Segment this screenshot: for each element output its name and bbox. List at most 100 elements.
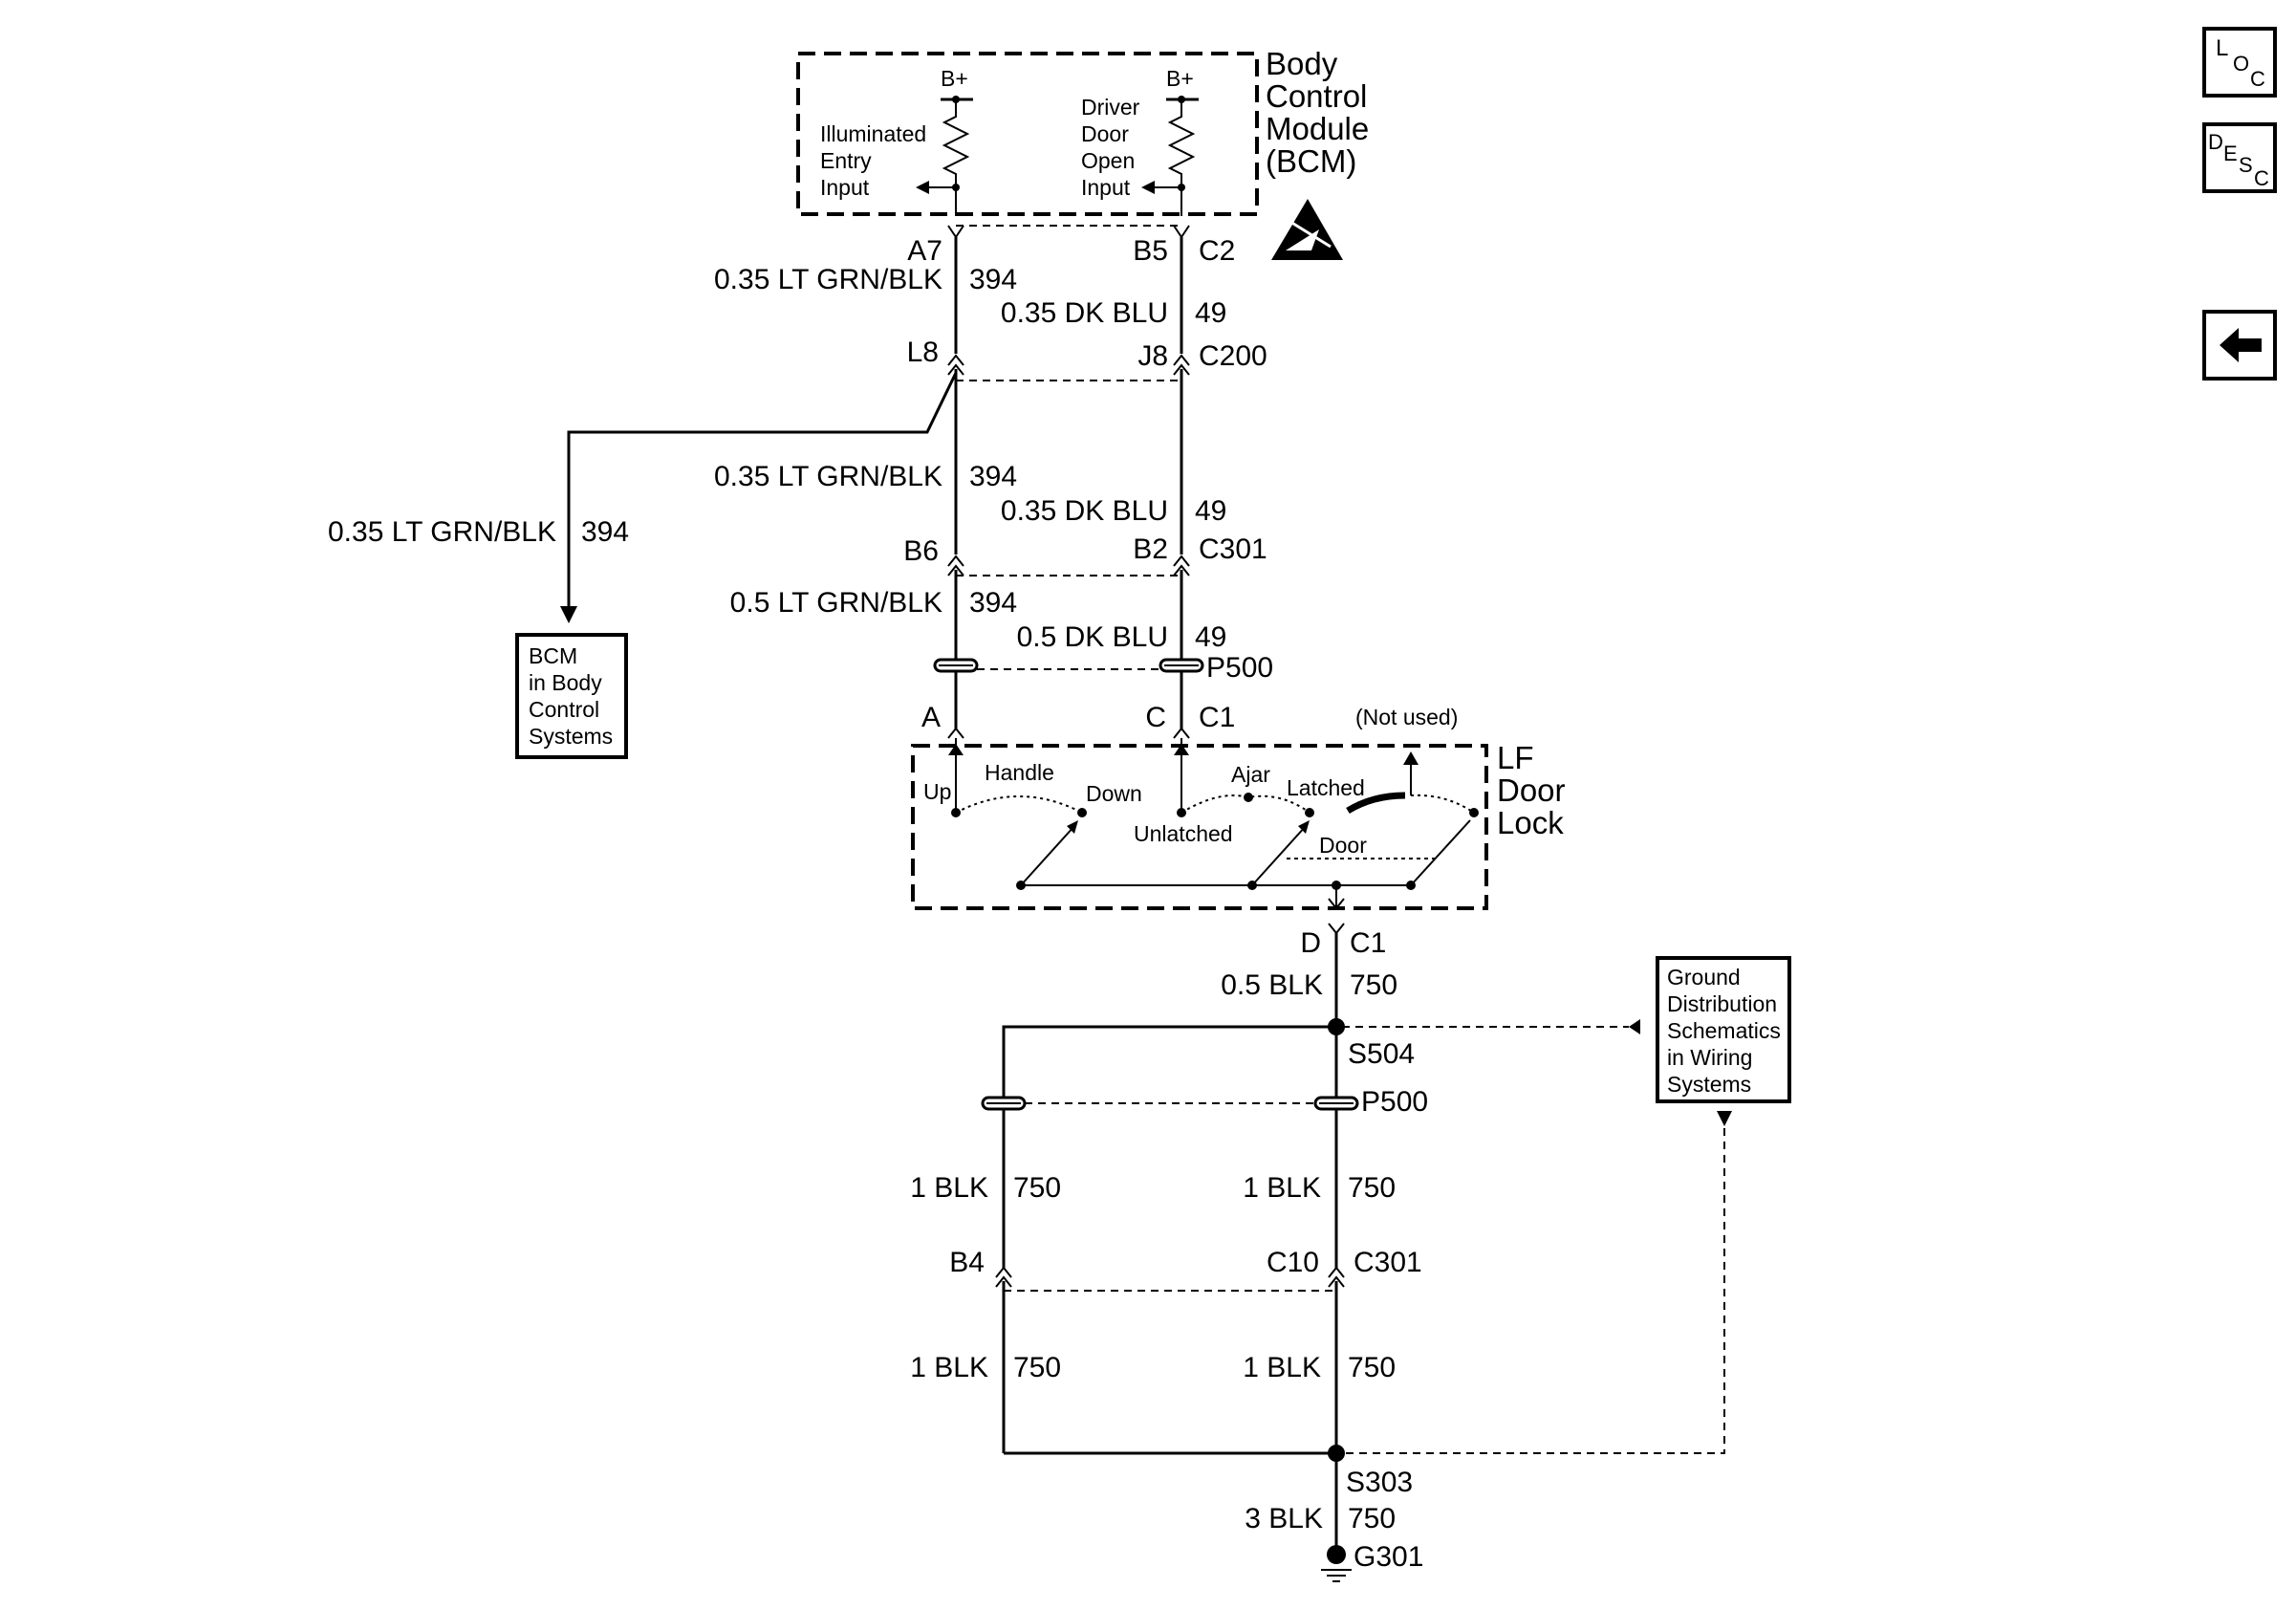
circuit-number: 750	[1348, 1172, 1396, 1204]
circuit-number: 49	[1195, 621, 1226, 653]
ground-g301-label: G301	[1354, 1541, 1423, 1573]
ref-line: Systems	[1667, 1072, 1751, 1097]
circuit-number: 394	[969, 264, 1017, 295]
splice-s303-label: S303	[1346, 1467, 1413, 1498]
connector-c200: L8 J8 C200	[907, 337, 1267, 381]
lf-door-lock: LF Door Lock (Not used) Up Handle Down U…	[911, 705, 1566, 910]
illuminated-input-line-2: Entry	[820, 148, 872, 173]
circuit-number: 750	[1350, 969, 1397, 1001]
wire-label: 0.35 LT GRN/BLK	[714, 461, 942, 492]
p500-bottom-label: P500	[1361, 1086, 1428, 1118]
pin-b4: B4	[949, 1247, 985, 1278]
wire-label: 0.35 DK BLU	[1001, 495, 1168, 527]
bcm-reference[interactable]: BCM in Body Control Systems	[515, 633, 628, 759]
splice-s504-label: S504	[1348, 1038, 1415, 1070]
wire-label: 0.35 LT GRN/BLK	[714, 264, 942, 295]
illuminated-input-line-3: Input	[820, 175, 870, 200]
pin-c: C	[1145, 702, 1166, 733]
desc-button[interactable]: D E S C	[2202, 122, 2277, 193]
connector-c1-top: A C C1	[921, 702, 1235, 739]
loc-button[interactable]: L O C	[2202, 27, 2277, 98]
circuit-number: 49	[1195, 297, 1226, 329]
up-label: Up	[923, 779, 951, 804]
ground-symbol-icon	[1321, 1511, 1352, 1582]
desc-main: D	[2208, 130, 2223, 154]
pass-through-p500-top: P500	[933, 652, 1273, 684]
ref-line: in Wiring	[1667, 1045, 1752, 1070]
connector-c1-bottom: D C1	[1300, 923, 1386, 959]
driver-input-line-4: Input	[1081, 175, 1131, 200]
p500-label: P500	[1206, 652, 1273, 684]
connector-c301-bottom-label: C301	[1354, 1247, 1422, 1278]
ref-line: Systems	[529, 724, 613, 749]
door-lock-title-3: Lock	[1497, 805, 1564, 840]
connector-c2-label: C2	[1199, 235, 1235, 267]
wire-label: 0.5 LT GRN/BLK	[730, 587, 942, 619]
ground-distribution-reference[interactable]: Ground Distribution Schematics in Wiring…	[1656, 956, 1791, 1103]
wire-label: 0.35 DK BLU	[1001, 297, 1168, 329]
door-lock-outline	[911, 744, 1488, 910]
pass-through-p500-bottom: P500	[981, 1086, 1428, 1118]
ref-line: Ground	[1667, 965, 1741, 990]
wire-label: 0.5 DK BLU	[1017, 621, 1168, 653]
circuit-number: 394	[969, 587, 1017, 619]
pin-d: D	[1300, 927, 1321, 959]
door-lock-title-2: Door	[1497, 772, 1566, 808]
door-lock-title-1: LF	[1497, 740, 1534, 775]
latched-label: Latched	[1287, 775, 1365, 800]
circuit-number: 750	[1013, 1172, 1061, 1204]
pin-c10: C10	[1267, 1247, 1319, 1278]
pin-b6: B6	[903, 535, 939, 567]
loc-sub1: O	[2233, 52, 2249, 76]
pin-j8: J8	[1137, 340, 1168, 372]
ref-line: BCM	[529, 643, 577, 668]
circuit-number: 750	[1348, 1503, 1396, 1534]
bcm-title-line-3: Module	[1266, 111, 1369, 146]
pin-b2: B2	[1133, 533, 1168, 565]
circuit-number: 394	[969, 461, 1017, 492]
handle-label: Handle	[985, 760, 1054, 785]
esd-warning-icon	[1271, 199, 1343, 260]
wire-394-branch	[567, 372, 958, 612]
bcm-title-line-1: Body	[1266, 46, 1338, 81]
bcm-title-line-4: (BCM)	[1266, 143, 1356, 179]
connector-c1-bottom-label: C1	[1350, 927, 1386, 959]
pin-a: A	[921, 702, 941, 733]
pin-a7: A7	[907, 235, 942, 267]
bplus-right-label: B+	[1166, 66, 1194, 91]
not-used-label: (Not used)	[1355, 705, 1458, 729]
left-arrow-icon	[2220, 328, 2262, 362]
wire-label: 0.5 BLK	[1221, 969, 1323, 1001]
wire-label: 1 BLK	[910, 1352, 988, 1383]
wire-label: 3 BLK	[1245, 1503, 1323, 1534]
pin-b5: B5	[1133, 235, 1168, 267]
ref-line: in Body	[529, 670, 602, 695]
wire-label: 1 BLK	[1243, 1172, 1321, 1204]
wire-label: 1 BLK	[1243, 1352, 1321, 1383]
connector-c1-top-label: C1	[1199, 702, 1235, 733]
ajar-label: Ajar	[1231, 762, 1270, 787]
door-label: Door	[1319, 833, 1367, 858]
driver-input-line-3: Open	[1081, 148, 1135, 173]
circuit-number: 49	[1195, 495, 1226, 527]
loc-sub2: C	[2250, 67, 2265, 91]
ref-line: Distribution	[1667, 991, 1777, 1016]
circuit-number: 750	[1348, 1352, 1396, 1383]
circuit-number: 394	[581, 516, 629, 548]
desc-sub3: C	[2254, 166, 2269, 190]
connector-c200-label: C200	[1199, 340, 1267, 372]
bplus-left-label: B+	[941, 66, 968, 91]
body-control-module: Body Control Module (BCM) B+ Illuminated…	[796, 46, 1369, 260]
wire-label: 1 BLK	[910, 1172, 988, 1204]
wire-label: 0.35 LT GRN/BLK	[328, 516, 556, 548]
circuit-number: 750	[1013, 1352, 1061, 1383]
connector-c301-bottom: B4 C10 C301	[949, 1247, 1422, 1292]
driver-input-line-2: Door	[1081, 121, 1129, 146]
pin-l8: L8	[907, 337, 939, 368]
splice-s303	[1328, 1445, 1345, 1462]
connector-c301-top: B6 B2 C301	[903, 533, 1267, 577]
unlatched-label: Unlatched	[1134, 821, 1233, 846]
desc-sub2: S	[2239, 153, 2253, 177]
back-button[interactable]	[2202, 310, 2277, 381]
